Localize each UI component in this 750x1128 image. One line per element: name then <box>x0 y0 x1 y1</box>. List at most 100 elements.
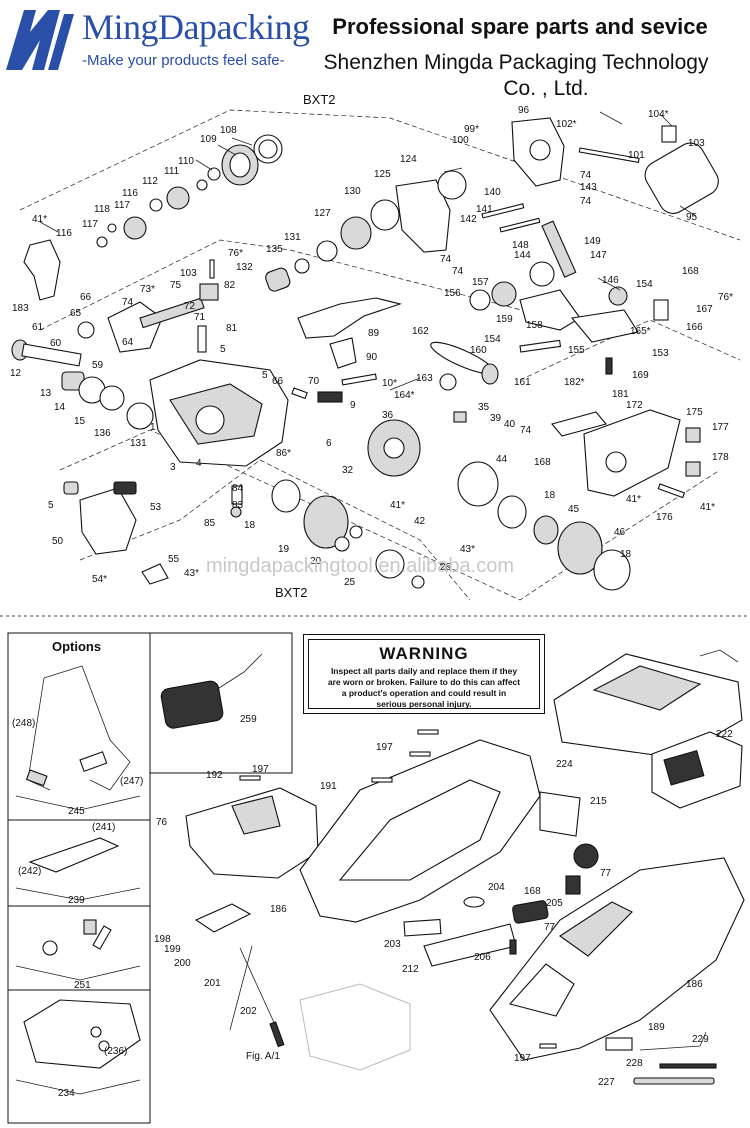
fig-label: Fig. A/1 <box>246 1051 280 1062</box>
svg-text:131: 131 <box>130 438 147 449</box>
svg-text:191: 191 <box>320 781 337 792</box>
svg-text:5: 5 <box>262 370 268 381</box>
svg-text:74: 74 <box>440 254 452 265</box>
svg-text:15: 15 <box>74 416 86 427</box>
svg-text:64: 64 <box>122 337 134 348</box>
svg-text:76*: 76* <box>228 248 243 259</box>
svg-text:168: 168 <box>524 886 541 897</box>
svg-text:186: 186 <box>270 904 287 915</box>
svg-text:147: 147 <box>590 250 607 261</box>
svg-text:165*: 165* <box>630 326 651 337</box>
svg-text:156: 156 <box>444 288 461 299</box>
svg-text:155: 155 <box>568 345 585 356</box>
svg-text:61: 61 <box>32 322 44 333</box>
svg-text:166: 166 <box>686 322 703 333</box>
svg-text:199: 199 <box>164 944 181 955</box>
svg-text:116: 116 <box>122 188 138 199</box>
svg-text:(242): (242) <box>18 866 41 877</box>
svg-text:111: 111 <box>164 166 180 177</box>
svg-text:74: 74 <box>452 266 464 277</box>
svg-text:19: 19 <box>278 544 290 555</box>
svg-text:234: 234 <box>58 1088 75 1099</box>
svg-text:154: 154 <box>484 334 501 345</box>
svg-text:103: 103 <box>688 138 705 149</box>
svg-text:144: 144 <box>514 250 531 261</box>
svg-text:167: 167 <box>696 304 713 315</box>
brand-name: MingDapacking <box>82 7 310 47</box>
svg-text:95: 95 <box>686 212 698 223</box>
svg-text:50: 50 <box>52 536 64 547</box>
svg-text:53: 53 <box>150 502 162 513</box>
svg-text:143: 143 <box>580 182 597 193</box>
svg-text:39: 39 <box>490 413 502 424</box>
svg-text:172: 172 <box>626 400 643 411</box>
svg-text:146: 146 <box>602 275 619 286</box>
svg-text:59: 59 <box>92 360 104 371</box>
svg-text:181: 181 <box>612 389 629 400</box>
svg-text:103: 103 <box>180 268 197 279</box>
svg-text:74: 74 <box>580 196 592 207</box>
svg-text:66: 66 <box>80 292 92 303</box>
svg-text:116: 116 <box>56 228 72 239</box>
company-name: Shenzhen Mingda Packaging Technology Co.… <box>290 50 742 102</box>
svg-text:109: 109 <box>200 134 217 145</box>
svg-text:4: 4 <box>196 458 202 469</box>
svg-text:45: 45 <box>568 504 580 515</box>
svg-text:158: 158 <box>526 320 543 331</box>
svg-text:18: 18 <box>620 549 632 560</box>
warning-line-4: serious personal injury. <box>376 699 472 709</box>
upper-part-labels: BXT2 108 109 110 111 112 116 117 118 41*… <box>10 92 733 600</box>
svg-text:71: 71 <box>194 312 206 323</box>
svg-text:168: 168 <box>534 457 551 468</box>
svg-text:10*: 10* <box>382 378 397 389</box>
svg-text:89: 89 <box>368 328 380 339</box>
svg-text:12: 12 <box>10 368 22 379</box>
svg-text:74: 74 <box>122 297 134 308</box>
upper-assembly-frame <box>19 109 741 601</box>
svg-text:14: 14 <box>54 402 66 413</box>
svg-text:35: 35 <box>478 402 490 413</box>
svg-text:26: 26 <box>440 562 452 573</box>
options-title: Options <box>52 639 102 654</box>
warning-box: WARNING Inspect all parts daily and repl… <box>303 634 545 714</box>
svg-text:141: 141 <box>476 204 493 215</box>
svg-text:77: 77 <box>544 922 556 933</box>
svg-text:112: 112 <box>142 176 158 187</box>
lower-part-labels: (248) (247) 245 (241) (242) 239 251 (236… <box>12 714 733 1099</box>
svg-text:198: 198 <box>154 934 171 945</box>
svg-text:131: 131 <box>284 232 301 243</box>
svg-text:162: 162 <box>412 326 429 337</box>
svg-text:159: 159 <box>496 314 513 325</box>
svg-text:83: 83 <box>232 500 244 511</box>
svg-text:154: 154 <box>636 279 653 290</box>
svg-text:102*: 102* <box>556 119 577 130</box>
svg-text:200: 200 <box>174 958 191 969</box>
svg-text:(236): (236) <box>104 1046 127 1057</box>
svg-text:60: 60 <box>50 338 62 349</box>
svg-text:74: 74 <box>520 425 532 436</box>
mingda-logo-icon <box>6 10 74 70</box>
svg-text:41*: 41* <box>32 214 47 225</box>
leader-lines <box>39 111 697 391</box>
svg-text:197: 197 <box>514 1053 531 1064</box>
svg-text:203: 203 <box>384 939 401 950</box>
svg-text:20: 20 <box>310 556 322 567</box>
upper-parts <box>11 117 719 591</box>
model-label-bottom: BXT2 <box>275 585 308 600</box>
svg-text:178: 178 <box>712 452 729 463</box>
svg-text:228: 228 <box>626 1058 643 1069</box>
page-header: MingDapacking -Make your products feel s… <box>0 0 750 100</box>
svg-text:73*: 73* <box>140 284 155 295</box>
svg-text:164*: 164* <box>394 390 415 401</box>
warning-line-1: Inspect all parts daily and replace them… <box>330 666 518 676</box>
svg-text:85: 85 <box>204 518 216 529</box>
svg-text:66: 66 <box>272 376 284 387</box>
svg-text:46: 46 <box>614 527 626 538</box>
svg-text:169: 169 <box>632 370 649 381</box>
svg-text:(241): (241) <box>92 822 115 833</box>
svg-text:175: 175 <box>686 407 703 418</box>
warning-text: Inspect all parts daily and replace them… <box>309 664 539 710</box>
svg-text:157: 157 <box>472 277 489 288</box>
svg-text:136: 136 <box>94 428 111 439</box>
